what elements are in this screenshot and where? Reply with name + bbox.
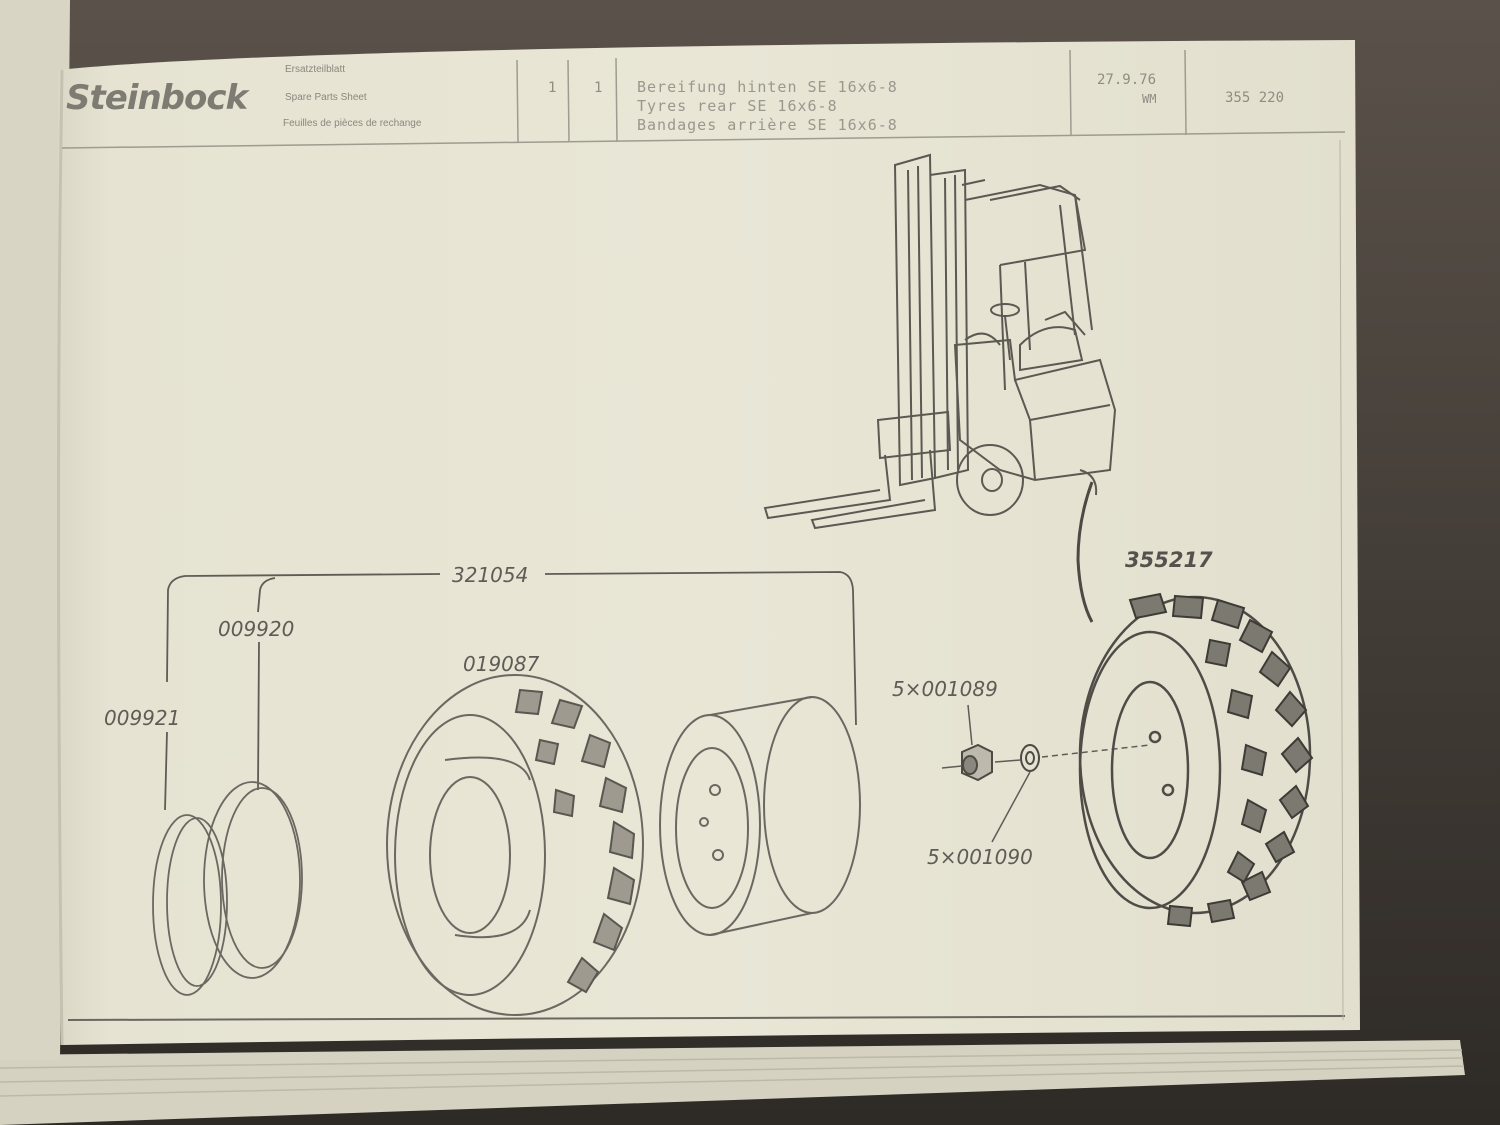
page-stack-left (0, 0, 70, 1060)
sheet-label-english: Spare Parts Sheet (285, 92, 367, 103)
label-assembly-321054: 321054 (452, 563, 529, 587)
description-french: Bandages arrière SE 16x6-8 (637, 116, 898, 134)
header-col1-value: 1 (548, 80, 557, 96)
lock-ring-drawing (203, 781, 303, 979)
side-ring-drawing (152, 814, 228, 996)
tyre-drawing (386, 674, 644, 1016)
connector-line (1076, 481, 1094, 623)
page (58, 40, 1360, 1045)
header-group-number: 355 220 (1225, 90, 1285, 106)
tyre-tread (514, 688, 636, 994)
label-lock-ring-009920: 009920 (218, 617, 295, 641)
nut-drawing (961, 743, 993, 782)
header-frame (61, 49, 1346, 149)
description-german: Bereifung hinten SE 16x6-8 (637, 78, 898, 96)
header-initials: WM (1142, 92, 1157, 106)
label-wheel-355217: 355217 (1125, 548, 1213, 572)
label-side-ring-009921: 009921 (104, 706, 181, 730)
label-washer-001090: 5×001090 (927, 845, 1033, 869)
sheet-label-french: Feuilles de pièces de rechange (283, 118, 422, 129)
label-nut-001089: 5×001089 (892, 677, 998, 701)
forklift-drawing (763, 153, 1117, 530)
page-stack-bottom (0, 1040, 1465, 1125)
description-english: Tyres rear SE 16x6-8 (637, 97, 838, 115)
label-tyre-019087: 019087 (463, 652, 540, 676)
rim-drawing (659, 696, 861, 936)
header-col2-value: 1 (594, 80, 603, 96)
header-date: 27.9.76 (1097, 72, 1157, 88)
wheel-complete-tread (1128, 592, 1314, 928)
sheet-label-german: Ersatzteilblatt (285, 64, 346, 75)
washer-drawing (1020, 744, 1040, 772)
steinbock-logo: Steinbock (66, 78, 248, 118)
assembly-bracket (164, 571, 857, 811)
